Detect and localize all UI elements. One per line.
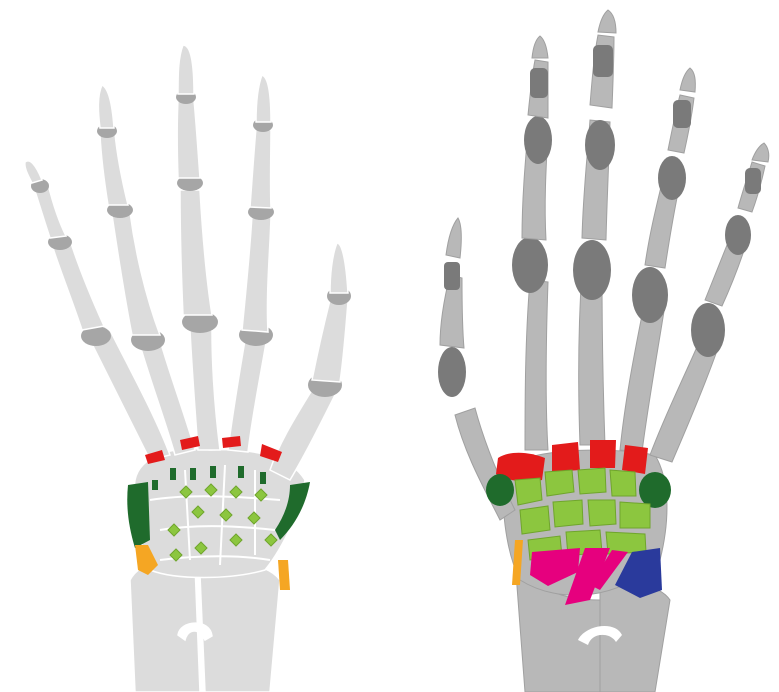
palmar-hand — [438, 10, 769, 692]
thumb-distal — [330, 243, 348, 293]
xray-ulna — [600, 585, 670, 692]
xray-finger-1 — [512, 36, 552, 450]
xray-finger-2 — [573, 10, 616, 445]
forearm-bones — [130, 560, 280, 692]
finger-bones-4 — [228, 75, 274, 452]
xray-light-green-ligaments — [515, 468, 650, 560]
dorsal-hand — [25, 45, 351, 692]
thumb-metacarpal — [270, 385, 335, 480]
thumb-bones — [270, 243, 351, 480]
ulna-bone — [200, 564, 280, 692]
thumb-proximal — [312, 300, 348, 382]
finger-bones-3 — [176, 45, 220, 450]
